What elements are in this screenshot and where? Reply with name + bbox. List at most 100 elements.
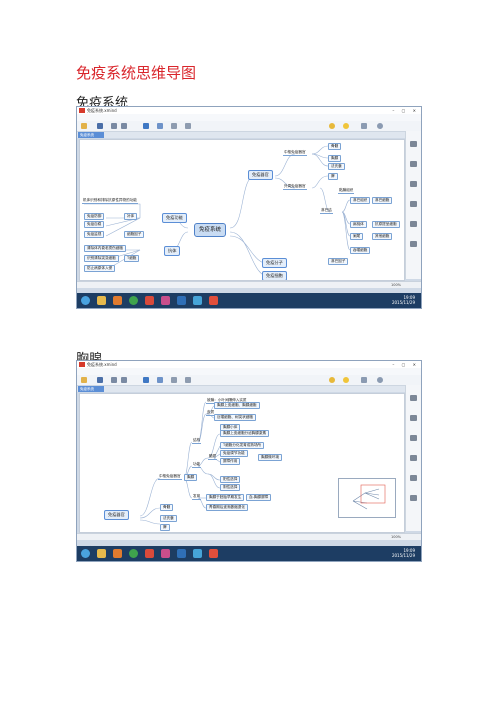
- node-func-6[interactable]: 阳性选择: [220, 476, 241, 483]
- node-cell-b[interactable]: 抗原提呈细胞: [372, 221, 400, 228]
- tab-immune-system[interactable]: 免疫系统: [78, 386, 104, 392]
- node-left-m1[interactable]: 免疫防御: [84, 213, 105, 220]
- node-lymph-tissue[interactable]: 淋巴组织: [350, 197, 371, 204]
- app-icon-1[interactable]: [145, 296, 154, 305]
- window-controls[interactable]: – ▢ ✕: [392, 362, 419, 367]
- topic-immune-organs[interactable]: 免疫器官: [104, 510, 129, 520]
- save-icon[interactable]: [97, 377, 103, 383]
- node-left-m2[interactable]: 免疫自稳: [84, 221, 105, 228]
- properties-icon[interactable]: [410, 495, 417, 501]
- node-func-7[interactable]: 阴性选择: [220, 484, 241, 491]
- node-cell-c[interactable]: 其他细胞: [372, 233, 393, 240]
- new-file-icon[interactable]: [81, 123, 87, 129]
- topic-left-lower[interactable]: 抗体: [164, 246, 181, 256]
- new-file-icon[interactable]: [81, 377, 87, 383]
- marker-icon[interactable]: [329, 377, 335, 383]
- subtopic-icon[interactable]: [157, 377, 163, 383]
- node-right-n3[interactable]: T细胞: [124, 255, 140, 262]
- node-cortex-1[interactable]: 胸腺上皮细胞、胸腺细胞: [214, 402, 260, 409]
- outline-icon[interactable]: [410, 395, 417, 401]
- flag-icon[interactable]: [410, 435, 417, 441]
- node-thymus[interactable]: 胸腺: [328, 155, 342, 162]
- topic-immune-cells[interactable]: 免疫细胞: [262, 271, 287, 280]
- tab-immune-system[interactable]: 免疫系统: [78, 132, 104, 138]
- node-func-3[interactable]: 免疫调节功能: [220, 450, 248, 457]
- node-cell-a[interactable]: 淋巴细胞: [372, 197, 393, 204]
- node-mucosa[interactable]: 黏膜组织: [338, 188, 355, 194]
- explorer-icon[interactable]: [97, 549, 106, 558]
- save-icon[interactable]: [97, 123, 103, 129]
- search-icon[interactable]: [377, 377, 383, 383]
- chrome-icon[interactable]: [129, 296, 138, 305]
- app-icon-1[interactable]: [145, 549, 154, 558]
- app-icon-3[interactable]: [177, 549, 186, 558]
- topic-icon[interactable]: [143, 377, 149, 383]
- node-barrier[interactable]: 血-胸腺屏障: [246, 494, 272, 501]
- relationship-icon[interactable]: [171, 377, 177, 383]
- image-icon[interactable]: [410, 455, 417, 461]
- node-right-n1[interactable]: 补体: [124, 213, 138, 220]
- node-func-2[interactable]: T细胞分化发育成熟场所: [220, 442, 265, 449]
- boundary-icon[interactable]: [185, 123, 191, 129]
- node-left-b2[interactable]: 识别清除突变细胞: [84, 255, 119, 262]
- node-peripheral-organs[interactable]: 外周免疫器官: [283, 184, 307, 190]
- node-bursa[interactable]: 法氏囊: [160, 515, 177, 522]
- node-function[interactable]: 功能: [192, 462, 202, 468]
- node-structure[interactable]: 结构: [192, 438, 202, 444]
- undo-icon[interactable]: [111, 123, 117, 129]
- share-icon[interactable]: [361, 123, 367, 129]
- mindmap-canvas[interactable]: 免疫器官 中枢免疫器官 胸腺 骨髓 法氏囊 脾 结构 功能 发育 被膜：小叶间隔…: [79, 393, 405, 533]
- node-cortex[interactable]: 皮质: [206, 410, 216, 416]
- app-icon-4[interactable]: [193, 296, 202, 305]
- node-bone-marrow[interactable]: 骨髓: [160, 504, 174, 511]
- search-icon[interactable]: [377, 123, 383, 129]
- node-thymus[interactable]: 胸腺: [184, 474, 198, 481]
- window-controls[interactable]: – ▢ ✕: [392, 108, 419, 113]
- node-cell-e[interactable]: 淋巴因子: [328, 258, 349, 265]
- subtopic-icon[interactable]: [157, 123, 163, 129]
- flag-icon[interactable]: [410, 181, 417, 187]
- chrome-icon[interactable]: [129, 549, 138, 558]
- lightbulb-icon[interactable]: [343, 377, 349, 383]
- explorer-icon[interactable]: [97, 296, 106, 305]
- central-topic[interactable]: 免疫系统: [194, 223, 227, 237]
- comment-icon[interactable]: [410, 221, 417, 227]
- node-central-organs[interactable]: 中枢免疫器官: [283, 150, 307, 156]
- start-icon[interactable]: [81, 549, 90, 558]
- node-left-b3[interactable]: 防止病原体入侵: [84, 265, 116, 272]
- xmind-task-icon[interactable]: [209, 296, 218, 305]
- node-func-4[interactable]: 屏障作用: [220, 458, 241, 465]
- node-bursa[interactable]: 法氏囊: [328, 163, 345, 170]
- properties-icon[interactable]: [410, 241, 417, 247]
- node-dev-2[interactable]: 青春期后逐渐萎缩退化: [206, 504, 248, 511]
- node-right-n2[interactable]: 细胞因子: [124, 231, 145, 238]
- app-icon-2[interactable]: [161, 296, 170, 305]
- node-left-m3[interactable]: 免疫监视: [84, 231, 105, 238]
- pen-icon[interactable]: [410, 415, 417, 421]
- node-bone-marrow[interactable]: 骨髓: [328, 143, 342, 150]
- minimap-panel[interactable]: [338, 478, 396, 518]
- boundary-icon[interactable]: [185, 377, 191, 383]
- mindmap-canvas[interactable]: 免疫系统 免疫器官 免疫细胞 免疫分子 免疫功能 抗体 中枢免疫器官 外周免疫器…: [79, 139, 405, 281]
- topic-immune-molecules[interactable]: 免疫分子: [262, 258, 287, 268]
- node-func-5[interactable]: 胸腺微环境: [258, 454, 282, 461]
- node-cell-d[interactable]: 吞噬细胞: [350, 247, 371, 254]
- node-cortex-2[interactable]: 巨噬细胞、树突状细胞: [214, 414, 256, 421]
- node-spleen[interactable]: 脾: [160, 524, 170, 531]
- redo-icon[interactable]: [121, 377, 127, 383]
- lightbulb-icon[interactable]: [343, 123, 349, 129]
- relationship-icon[interactable]: [171, 123, 177, 129]
- node-dev-1[interactable]: 胸腺于胚胎早期发生: [206, 494, 245, 501]
- topic-icon[interactable]: [143, 123, 149, 129]
- xmind-task-icon[interactable]: [209, 549, 218, 558]
- app-icon-2[interactable]: [161, 549, 170, 558]
- zoom-level[interactable]: 100%: [390, 283, 401, 287]
- share-icon[interactable]: [361, 377, 367, 383]
- comment-icon[interactable]: [410, 475, 417, 481]
- app-icon-3[interactable]: [177, 296, 186, 305]
- topic-immune-function[interactable]: 免疫功能: [162, 213, 187, 223]
- undo-icon[interactable]: [111, 377, 117, 383]
- image-icon[interactable]: [410, 201, 417, 207]
- topic-immune-organs[interactable]: 免疫器官: [248, 170, 273, 180]
- node-development[interactable]: 发育: [192, 494, 202, 500]
